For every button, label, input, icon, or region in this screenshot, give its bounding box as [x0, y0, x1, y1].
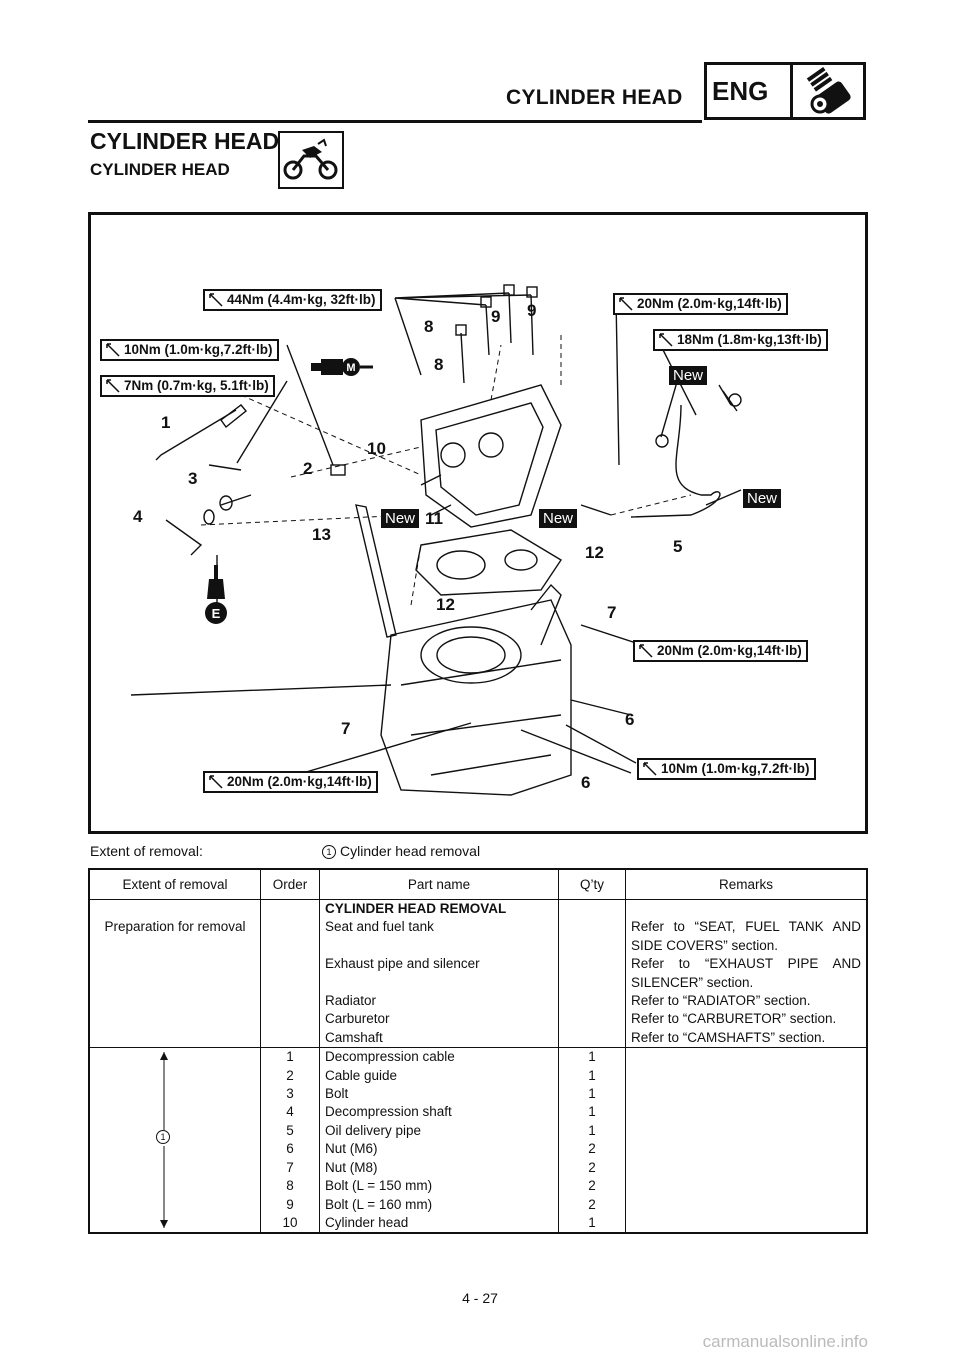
torque-spec-10nm-bottom-right: 10Nm (1.0m·kg,7.2ft·lb): [637, 758, 816, 780]
engine-oil-icon: E: [205, 565, 227, 624]
torque-spec-44nm: 44Nm (4.4m·kg, 32ft·lb): [203, 289, 382, 311]
eng-badge-divider: [790, 62, 793, 120]
new-tag-gasket-top: New: [669, 366, 708, 385]
wrench-icon: [639, 644, 653, 658]
eng-badge: [704, 62, 866, 120]
engine-icon: [806, 66, 851, 114]
molybdenum-oil-icon: M: [311, 358, 373, 376]
parts-table: Extent of removal Order Part name Q’ty R…: [88, 868, 868, 1235]
callout-11: 11: [425, 509, 443, 528]
wrench-icon: [209, 293, 223, 307]
table-row: 4 Decompression shaft 1: [89, 1103, 867, 1122]
page-subtitle: CYLINDER HEAD: [90, 160, 230, 179]
table-row: Exhaust pipe and silencer Refer to “EXHA…: [88, 955, 868, 993]
callout-7b: 7: [341, 719, 351, 738]
header-rule: [88, 120, 702, 123]
table-row: Camshaft Refer to “CAMSHAFTS” section.: [88, 1028, 868, 1049]
section-heading: CYLINDER HEAD REMOVAL: [319, 899, 559, 919]
page-number: 4 - 27: [462, 1290, 498, 1306]
new-tag-dowel: New: [539, 509, 578, 528]
model-icon-frame: [278, 131, 344, 189]
col-part: Part name: [319, 868, 559, 900]
extent-marker: 1: [322, 845, 336, 859]
table-row: 9 Bolt (L = 160 mm) 2: [89, 1195, 867, 1214]
table-row: CYLINDER HEAD REMOVAL: [88, 899, 868, 919]
callout-8b: 8: [434, 355, 444, 374]
table-row: 8 Bolt (L = 150 mm) 2: [89, 1177, 867, 1196]
callout-6b: 6: [581, 773, 591, 792]
callout-13: 13: [312, 525, 331, 544]
torque-spec-20nm-mid-right: 20Nm (2.0m·kg,14ft·lb): [633, 640, 808, 662]
table-header-row: Extent of removal Order Part name Q’ty R…: [88, 868, 868, 900]
exploded-diagram: 44Nm (4.4m·kg, 32ft·lb) 10Nm (1.0m·kg,7.…: [88, 212, 868, 834]
callout-10: 10: [367, 439, 386, 458]
callout-4: 4: [133, 507, 143, 526]
new-tag-gasket-right: New: [743, 489, 782, 508]
torque-spec-20nm-top-right: 20Nm (2.0m·kg,14ft·lb): [613, 293, 788, 315]
table-row: 10 Cylinder head 1: [89, 1213, 867, 1234]
cylinder-head-illustration: [130, 284, 742, 796]
wrench-icon: [106, 379, 120, 393]
table-row: Preparation for removal Seat and fuel ta…: [88, 918, 868, 956]
callout-3: 3: [188, 469, 198, 488]
callout-2: 2: [303, 459, 313, 478]
wrench-icon: [106, 343, 120, 357]
col-remarks: Remarks: [625, 868, 868, 900]
table-row: 6 Nut (M6) 2: [89, 1140, 867, 1159]
col-extent: Extent of removal: [88, 868, 261, 900]
page-title: CYLINDER HEAD: [90, 128, 280, 154]
table-row: 1 1 Decompression cable 1: [88, 1047, 868, 1234]
wrench-icon: [209, 775, 223, 789]
callout-9b: 9: [527, 301, 537, 320]
callout-6a: 6: [625, 710, 635, 729]
wrench-icon: [643, 762, 657, 776]
table-row: 2 Cable guide 1: [89, 1066, 867, 1086]
torque-spec-7nm: 7Nm (0.7m·kg, 5.1ft·lb): [100, 375, 275, 397]
wrench-icon: [619, 297, 633, 311]
callout-5: 5: [673, 537, 683, 556]
motorcycle-icon: [283, 138, 338, 180]
table-row: 3 Bolt 1: [89, 1085, 867, 1104]
table-row: Carburetor Refer to “CARBURETOR” section…: [88, 1010, 868, 1029]
col-qty: Q’ty: [558, 868, 626, 900]
new-tag-cylinder-gasket: New: [381, 509, 420, 528]
callout-7a: 7: [607, 603, 617, 622]
torque-spec-20nm-bottom-left: 20Nm (2.0m·kg,14ft·lb): [203, 771, 378, 793]
col-order: Order: [260, 868, 320, 900]
svg-text:E: E: [212, 606, 221, 621]
section-title: CYLINDER HEAD: [506, 86, 683, 109]
svg-text:M: M: [346, 362, 355, 374]
table-row: 7 Nut (M8) 2: [89, 1158, 867, 1178]
wrench-icon: [659, 333, 673, 347]
callout-1: 1: [161, 413, 171, 432]
table-row: Radiator Refer to “RADIATOR” section.: [88, 992, 868, 1011]
eng-badge-label: ENG: [712, 76, 769, 106]
group-marker: 1: [156, 1130, 170, 1145]
extent-label: Extent of removal:: [90, 843, 203, 859]
torque-spec-18nm: 18Nm (1.8m·kg,13ft·lb): [653, 329, 828, 351]
torque-spec-10nm-left: 10Nm (1.0m·kg,7.2ft·lb): [100, 339, 279, 361]
prep-label: Preparation for removal: [88, 918, 261, 956]
group-bracket: 1: [88, 1047, 261, 1234]
callout-8a: 8: [424, 317, 434, 336]
callout-9a: 9: [491, 307, 501, 326]
watermark: carmanualsonline.info: [702, 1332, 868, 1351]
callout-12a: 12: [585, 543, 604, 562]
table-row: 5 Oil delivery pipe 1: [89, 1121, 867, 1141]
callout-12b: 12: [436, 595, 455, 614]
